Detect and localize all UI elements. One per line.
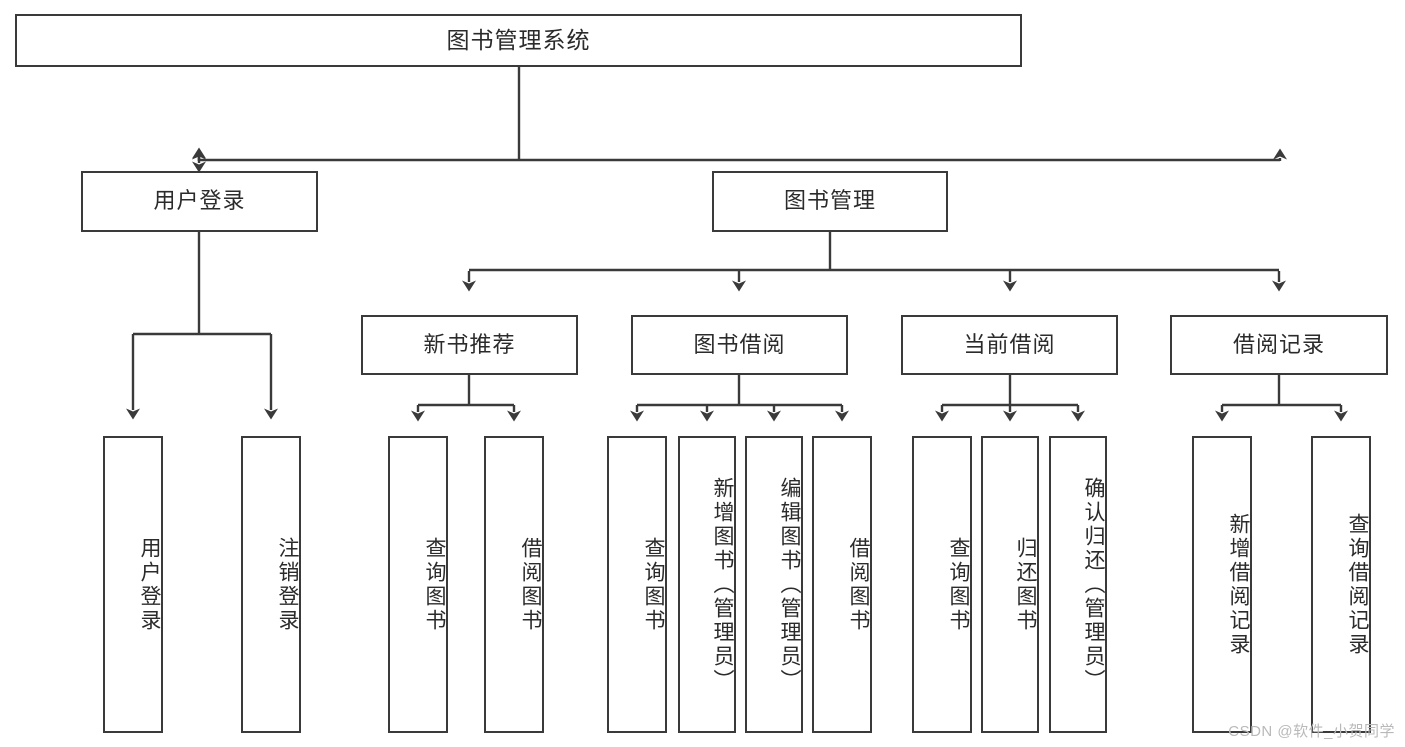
node-label: 图书管理 <box>783 188 876 214</box>
node-label: 注销登录 <box>276 536 299 633</box>
node-label: 新书推荐 <box>423 331 516 357</box>
node-current-borrow[interactable]: 当前借阅 <box>901 315 1118 375</box>
leaf-book-borrow-borrow[interactable]: 借阅图书 <box>812 436 872 733</box>
leaf-book-borrow-edit[interactable]: 编辑图书（管理员） <box>745 436 803 733</box>
node-label: 查询借阅记录 <box>1346 512 1369 657</box>
node-label: 查询图书 <box>423 536 446 633</box>
node-label: 用户登录 <box>153 188 246 214</box>
leaf-new-book-query[interactable]: 查询图书 <box>388 436 448 733</box>
node-new-book-recommend[interactable]: 新书推荐 <box>361 315 578 375</box>
node-label: 借阅图书 <box>847 536 870 633</box>
leaf-book-borrow-query[interactable]: 查询图书 <box>607 436 667 733</box>
leaf-borrow-record-query[interactable]: 查询借阅记录 <box>1311 436 1371 733</box>
leaf-user-login-logout[interactable]: 注销登录 <box>241 436 301 733</box>
node-label: 当前借阅 <box>963 331 1056 357</box>
node-label: 新增图书（管理员） <box>711 476 734 693</box>
node-label: 用户登录 <box>138 536 161 633</box>
leaf-current-borrow-confirm-return[interactable]: 确认归还（管理员） <box>1049 436 1107 733</box>
node-label: 图书管理系统 <box>446 26 591 53</box>
node-label: 新增借阅记录 <box>1227 512 1250 657</box>
node-root-system[interactable]: 图书管理系统 <box>15 14 1022 67</box>
node-label: 查询图书 <box>947 536 970 633</box>
node-book-borrow[interactable]: 图书借阅 <box>631 315 848 375</box>
node-label: 借阅记录 <box>1232 331 1325 357</box>
node-label: 图书借阅 <box>693 331 786 357</box>
csdn-watermark: CSDN @软件_小贺同学 <box>1228 723 1395 740</box>
leaf-current-borrow-query[interactable]: 查询图书 <box>912 436 972 733</box>
leaf-new-book-borrow[interactable]: 借阅图书 <box>484 436 544 733</box>
leaf-current-borrow-return[interactable]: 归还图书 <box>981 436 1039 733</box>
node-label: 归还图书 <box>1014 536 1037 633</box>
leaf-borrow-record-add[interactable]: 新增借阅记录 <box>1192 436 1252 733</box>
leaf-book-borrow-add[interactable]: 新增图书（管理员） <box>678 436 736 733</box>
node-book-management[interactable]: 图书管理 <box>712 171 948 232</box>
node-label: 确认归还（管理员） <box>1082 476 1105 693</box>
node-label: 查询图书 <box>642 536 665 633</box>
node-label: 编辑图书（管理员） <box>778 476 801 693</box>
node-user-login[interactable]: 用户登录 <box>81 171 318 232</box>
node-label: 借阅图书 <box>519 536 542 633</box>
leaf-user-login-login[interactable]: 用户登录 <box>103 436 163 733</box>
node-borrow-record[interactable]: 借阅记录 <box>1170 315 1388 375</box>
